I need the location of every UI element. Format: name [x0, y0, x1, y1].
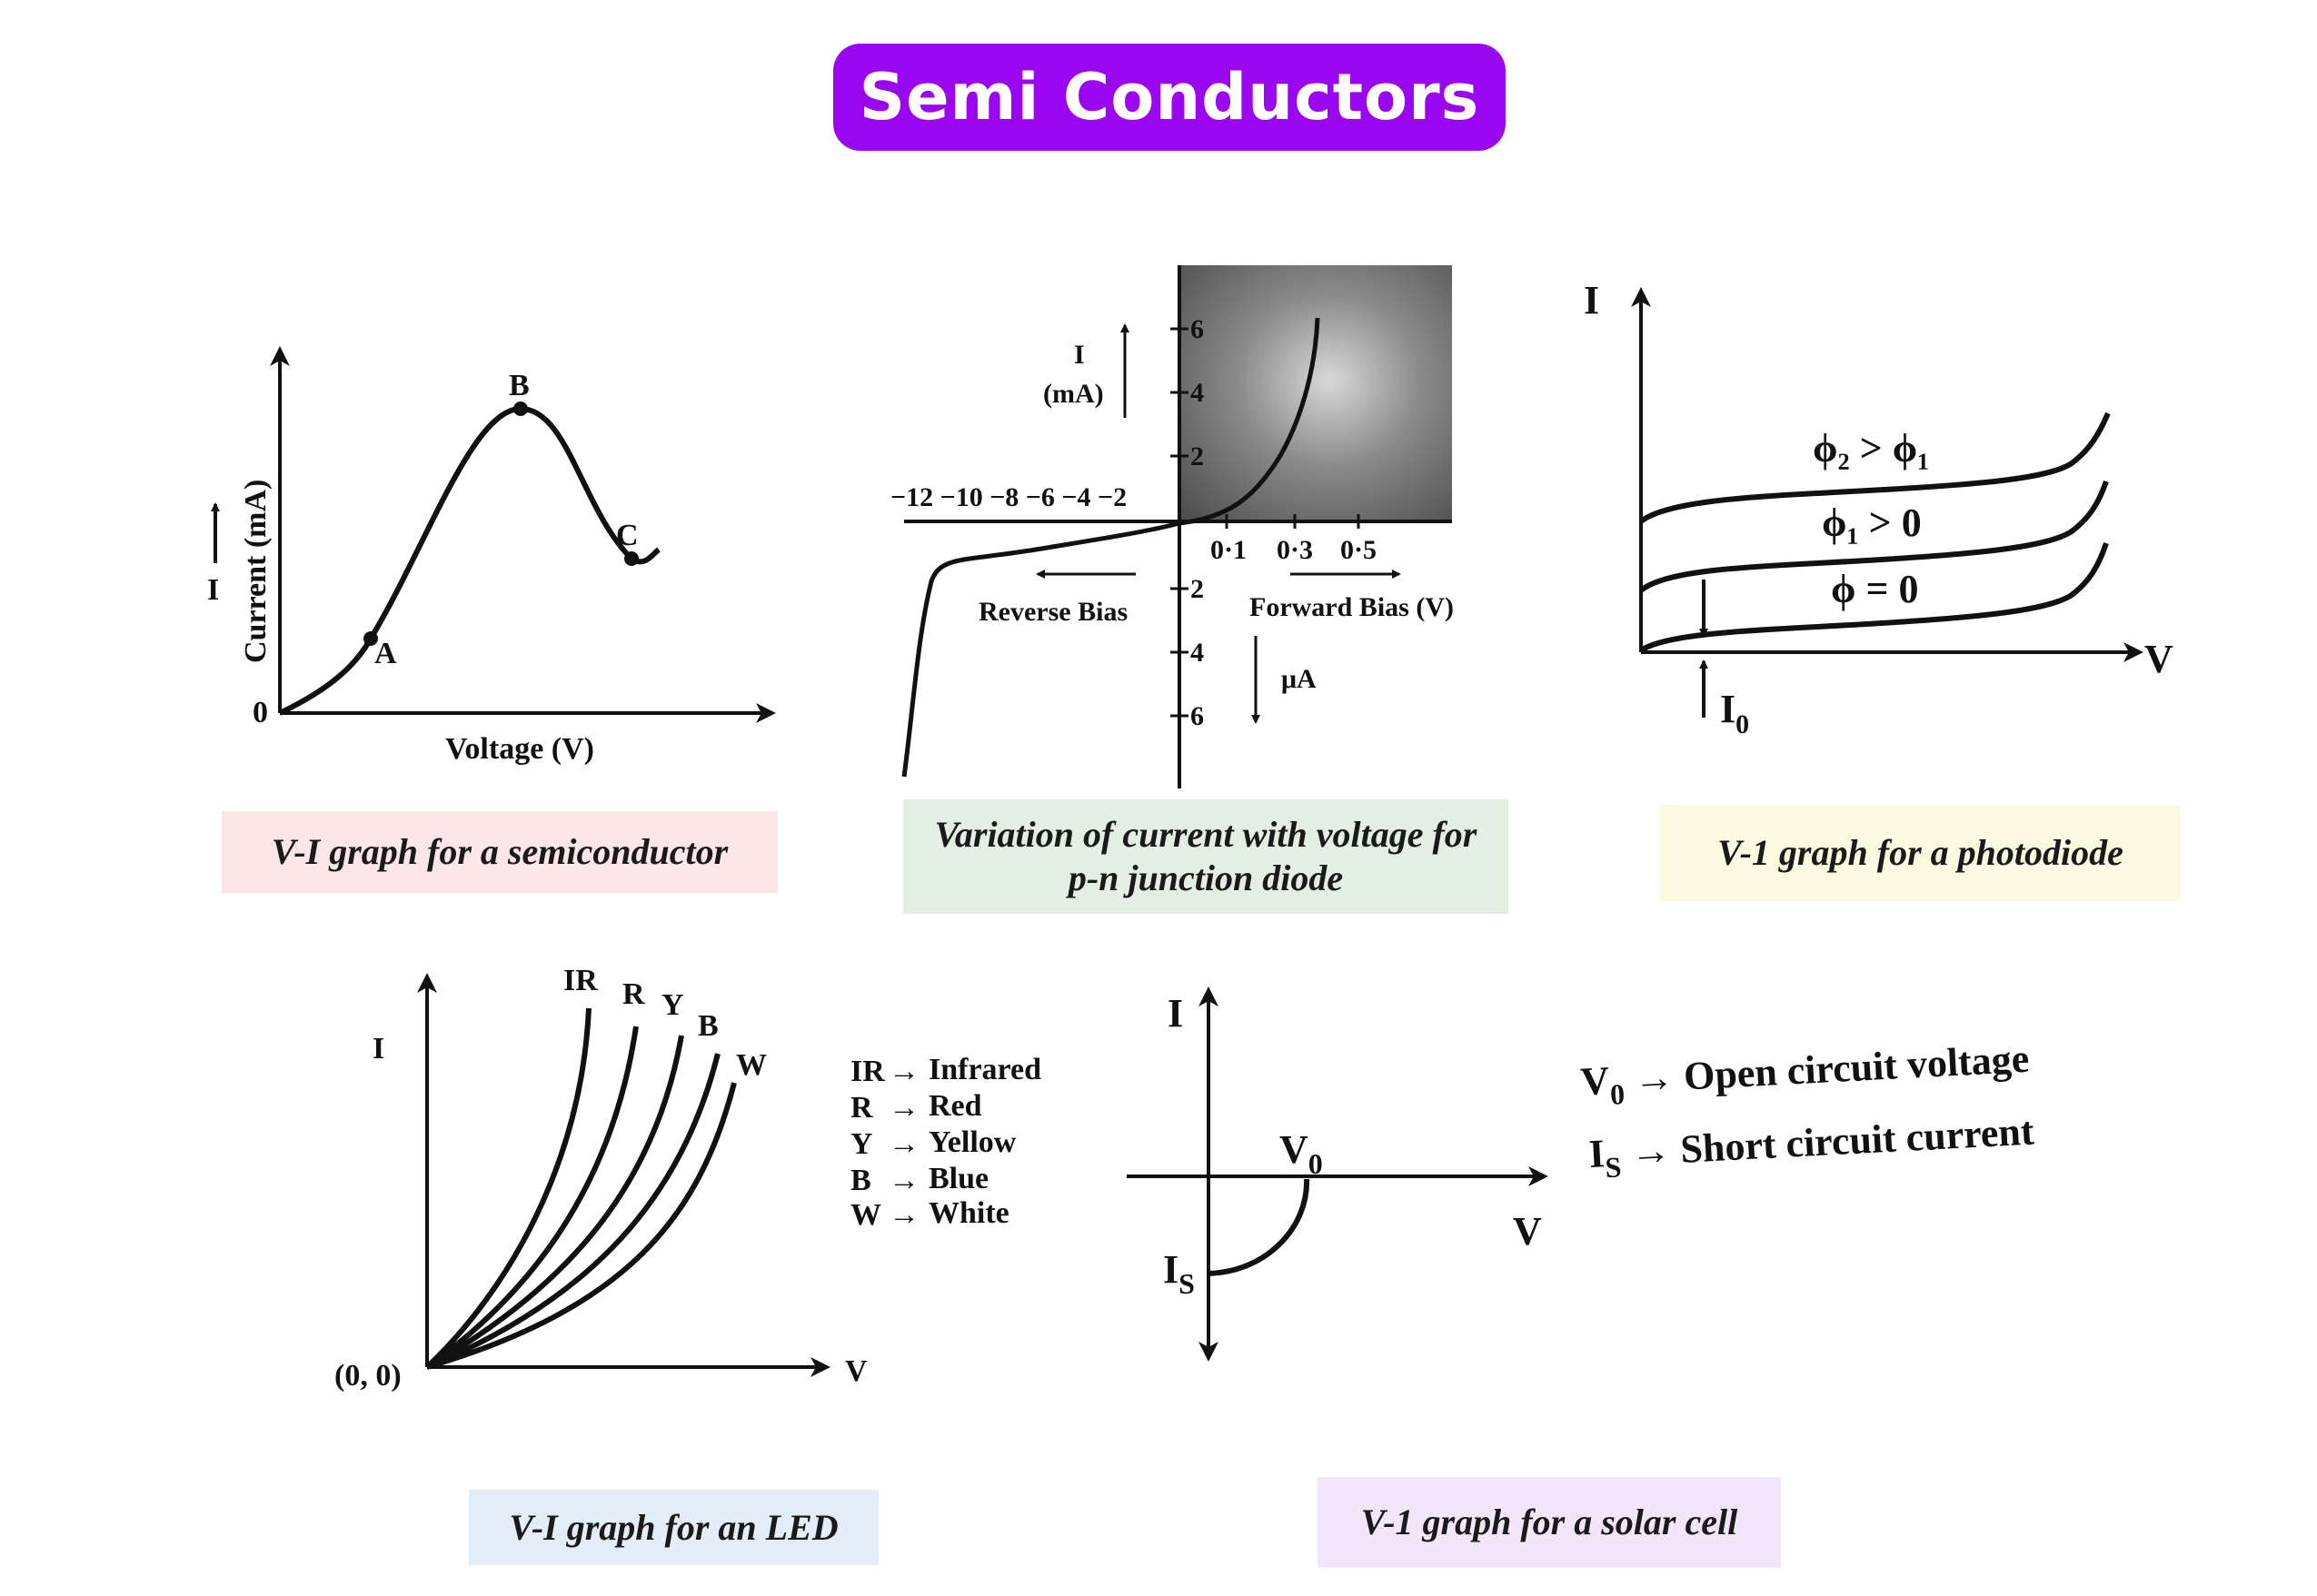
caption-pn-line2: p-n junction diode	[1068, 857, 1344, 898]
led-legend-arrow-w: →	[889, 1198, 920, 1232]
led-legend-key-ir: IR	[850, 1055, 885, 1088]
pn-y-tick-4: 4	[1190, 378, 1204, 408]
led-legend-key-b: B	[850, 1164, 871, 1197]
photodiode-label-phi1: ϕ₁ > 0	[1822, 501, 1922, 545]
semiconductor-vi-diagram: A B C 0 Voltage (V) Current (mA) I	[207, 346, 776, 766]
caption-photodiode: V-1 graph for a photodiode	[1660, 805, 2181, 901]
led-legend-value-r: Red	[929, 1089, 982, 1123]
pn-iv-curve	[901, 317, 1320, 778]
caption-led: V-I graph for an LED	[469, 1490, 879, 1565]
caption-semiconductor-text: V-I graph for a semiconductor	[271, 831, 729, 872]
solar-legend-is: IS → Short circuit current	[1587, 1109, 2035, 1185]
led-legend-key-r: R	[850, 1091, 873, 1125]
solar-iv-curve	[1208, 1178, 1310, 1276]
pn-diode-diagram: 6 4 2 2 4 6 −12 −10 −8 −6 −4 −2 0·1 0·3 …	[890, 265, 1454, 788]
led-legend-key-w: W	[850, 1198, 881, 1232]
caption-solar: V-1 graph for a solar cell	[1318, 1477, 1781, 1568]
photodiode-curve-phi0	[1639, 542, 2109, 653]
reverse-bias-label: Reverse Bias	[979, 597, 1128, 627]
pn-x-pos-ticks	[1225, 514, 1360, 529]
pn-x-tick-0-1: 0·1	[1210, 535, 1247, 565]
caption-led-text: V-I graph for an LED	[509, 1506, 839, 1548]
pn-y-tick-6: 6	[1190, 314, 1204, 344]
led-legend-arrow-ir: →	[889, 1055, 920, 1088]
caption-pn-diode: Variation of current with voltage for p-…	[903, 799, 1508, 914]
point-a-marker	[363, 631, 378, 646]
pn-y-tick-neg6: 6	[1190, 701, 1204, 731]
solar-v0-label: V0	[1279, 1127, 1323, 1180]
point-a-label: A	[374, 637, 397, 670]
led-curve-label-b: B	[698, 1009, 719, 1043]
photodiode-curve-phi2	[1639, 411, 2111, 524]
ua-label: μA	[1281, 664, 1317, 694]
point-b-marker	[513, 401, 528, 416]
pn-y-ticks	[1170, 327, 1188, 718]
led-legend-value-w: White	[929, 1196, 1009, 1230]
semiconductor-i-symbol: I	[207, 573, 219, 607]
led-legend-value-b: Blue	[929, 1162, 989, 1195]
led-curve-y	[425, 1035, 684, 1370]
caption-pn-line1: Variation of current with voltage for	[934, 814, 1477, 855]
pn-ma-label: (mA)	[1043, 379, 1104, 409]
photodiode-label-phi0: ϕ = 0	[1831, 567, 1919, 611]
photodiode-v-label: V	[2144, 637, 2173, 681]
solar-cell-diagram: I V V0 IS V0 → Open circuit voltage IS →…	[1127, 986, 2035, 1362]
semiconductor-origin-label: 0	[253, 696, 268, 729]
led-legend: IR → Infrared R → Red Y → Yellow B → Blu…	[850, 1053, 1041, 1232]
pn-x-tick-0-3: 0·3	[1277, 535, 1313, 565]
caption-solar-text: V-1 graph for a solar cell	[1360, 1502, 1738, 1542]
pn-x-neg-ticks: −12 −10 −8 −6 −4 −2	[890, 482, 1127, 512]
led-legend-value-y: Yellow	[929, 1125, 1017, 1159]
pn-y-tick-neg4: 4	[1190, 638, 1204, 668]
led-legend-arrow-r: →	[889, 1091, 920, 1125]
led-curve-r	[425, 1026, 639, 1370]
photodiode-label-phi2: ϕ₂ > ϕ₁	[1813, 426, 1929, 471]
pn-shaded-quadrant	[1179, 265, 1452, 521]
led-v-label: V	[845, 1354, 868, 1388]
solar-i-label: I	[1168, 991, 1183, 1036]
led-curve-w	[426, 1082, 737, 1370]
point-c-marker	[624, 551, 639, 566]
led-legend-arrow-b: →	[889, 1164, 920, 1197]
led-legend-key-y: Y	[850, 1127, 873, 1161]
solar-v-label: V	[1513, 1209, 1542, 1254]
led-curve-label-y: Y	[661, 988, 684, 1022]
page-title: Semi Conductors	[859, 60, 1480, 134]
photodiode-i-label: I	[1584, 278, 1599, 322]
caption-semiconductor: V-I graph for a semiconductor	[222, 811, 778, 893]
pn-y-tick-neg2: 2	[1190, 574, 1204, 604]
point-c-label: C	[616, 519, 639, 552]
led-curve-b	[425, 1053, 721, 1370]
title-banner: Semi Conductors	[833, 44, 1506, 151]
photodiode-diagram: I V ϕ₂ > ϕ₁ ϕ₁ > 0 ϕ = 0 I0	[1584, 278, 2173, 739]
led-curve-label-ir: IR	[563, 964, 598, 997]
led-legend-arrow-y: →	[889, 1127, 920, 1161]
led-legend-value-ir: Infrared	[929, 1053, 1041, 1086]
led-curve-label-w: W	[736, 1048, 767, 1082]
photodiode-curve-phi1	[1639, 481, 2109, 593]
semiconductor-xlabel: Voltage (V)	[445, 732, 594, 766]
pn-y-tick-2: 2	[1190, 441, 1204, 471]
semiconductor-ylabel: Current (mA)	[239, 480, 273, 663]
pn-i-label: I	[1074, 340, 1085, 370]
pn-x-tick-0-5: 0·5	[1340, 535, 1377, 565]
caption-photodiode-text: V-1 graph for a photodiode	[1717, 832, 2123, 873]
led-curve-ir	[424, 1007, 592, 1370]
led-i-label: I	[373, 1032, 384, 1066]
led-curve-label-r: R	[622, 977, 645, 1011]
semiconductor-curve	[278, 405, 661, 716]
forward-bias-label: Forward Bias (V)	[1249, 592, 1454, 622]
photodiode-i0-label: I0	[1720, 687, 1749, 739]
solar-is-label: IS	[1163, 1247, 1195, 1300]
solar-legend: V0 → Open circuit voltage IS → Short cir…	[1579, 1036, 2035, 1185]
point-b-label: B	[509, 369, 530, 402]
led-origin-label: (0, 0)	[334, 1359, 402, 1393]
solar-legend-v0: V0 → Open circuit voltage	[1579, 1036, 2031, 1113]
led-diagram: I V (0, 0) IR R Y B W IR → Infrared R → …	[334, 964, 1041, 1393]
